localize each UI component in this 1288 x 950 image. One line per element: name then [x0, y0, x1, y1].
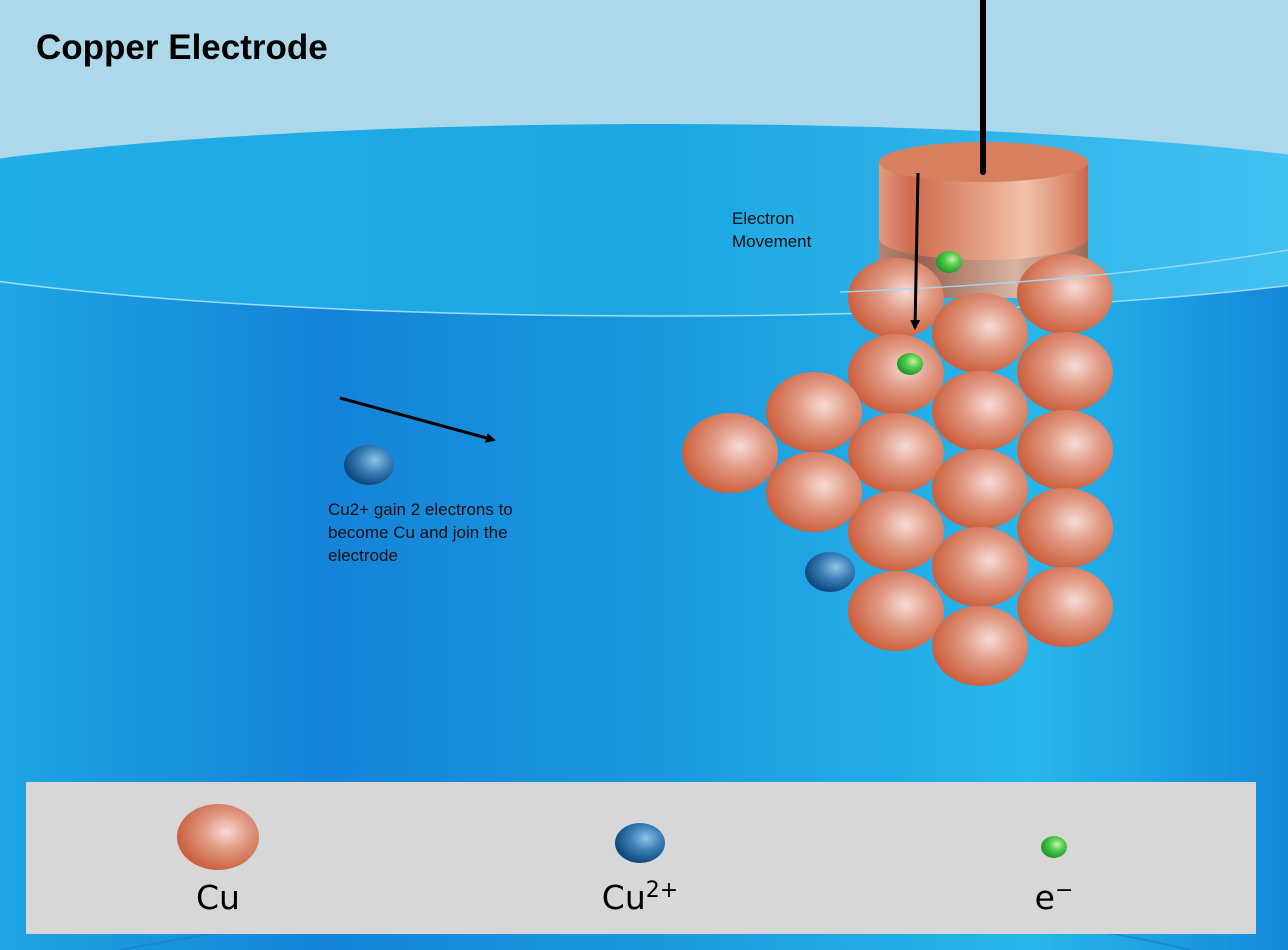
legend-item-cu-ion: Cu2+ — [540, 782, 740, 934]
copper-atom — [932, 293, 1028, 373]
copper-atom — [1017, 254, 1113, 334]
copper-atom — [1017, 488, 1113, 568]
water-line-over-electrode — [839, 249, 1288, 293]
legend-label-cu: Cu — [196, 878, 240, 917]
electrode-side — [879, 162, 1088, 260]
legend-label-electron: e− — [1034, 878, 1074, 917]
ion-movement-arrow — [339, 396, 496, 443]
copper-atom-cluster — [682, 254, 1113, 686]
copper-atom — [932, 371, 1028, 451]
legend-item-electron: e− — [954, 782, 1154, 934]
copper-atom — [766, 452, 862, 532]
copper-atom — [932, 527, 1028, 607]
copper-atom — [848, 413, 944, 493]
copper-atom — [932, 606, 1028, 686]
copper-atom-icon — [177, 804, 259, 870]
copper-atom — [932, 449, 1028, 529]
electron — [897, 353, 923, 375]
ion-gain-label: Cu2+ gain 2 electrons to become Cu and j… — [328, 500, 513, 565]
legend: Cu Cu2+ e− — [26, 782, 1256, 934]
copper-atom — [848, 491, 944, 571]
electron-icon — [1041, 836, 1067, 858]
copper-atom — [848, 571, 944, 651]
copper-ion-icon — [615, 823, 665, 863]
copper-atom — [682, 413, 778, 493]
copper-atom — [1017, 332, 1113, 412]
copper-atom — [1017, 410, 1113, 490]
copper-ion — [805, 552, 855, 592]
legend-item-cu: Cu — [118, 782, 318, 934]
electron-movement-label: Electron Movement — [732, 209, 812, 251]
copper-atom — [766, 372, 862, 452]
electron-movement-arrow — [910, 172, 921, 330]
copper-atom — [848, 258, 944, 338]
page-title: Copper Electrode — [36, 28, 328, 67]
water-surface-edge — [0, 280, 1288, 317]
copper-atom — [1017, 567, 1113, 647]
legend-label-cu-ion: Cu2+ — [601, 878, 679, 917]
electron — [936, 251, 962, 273]
copper-ion — [344, 445, 394, 485]
copper-atom — [848, 334, 944, 414]
